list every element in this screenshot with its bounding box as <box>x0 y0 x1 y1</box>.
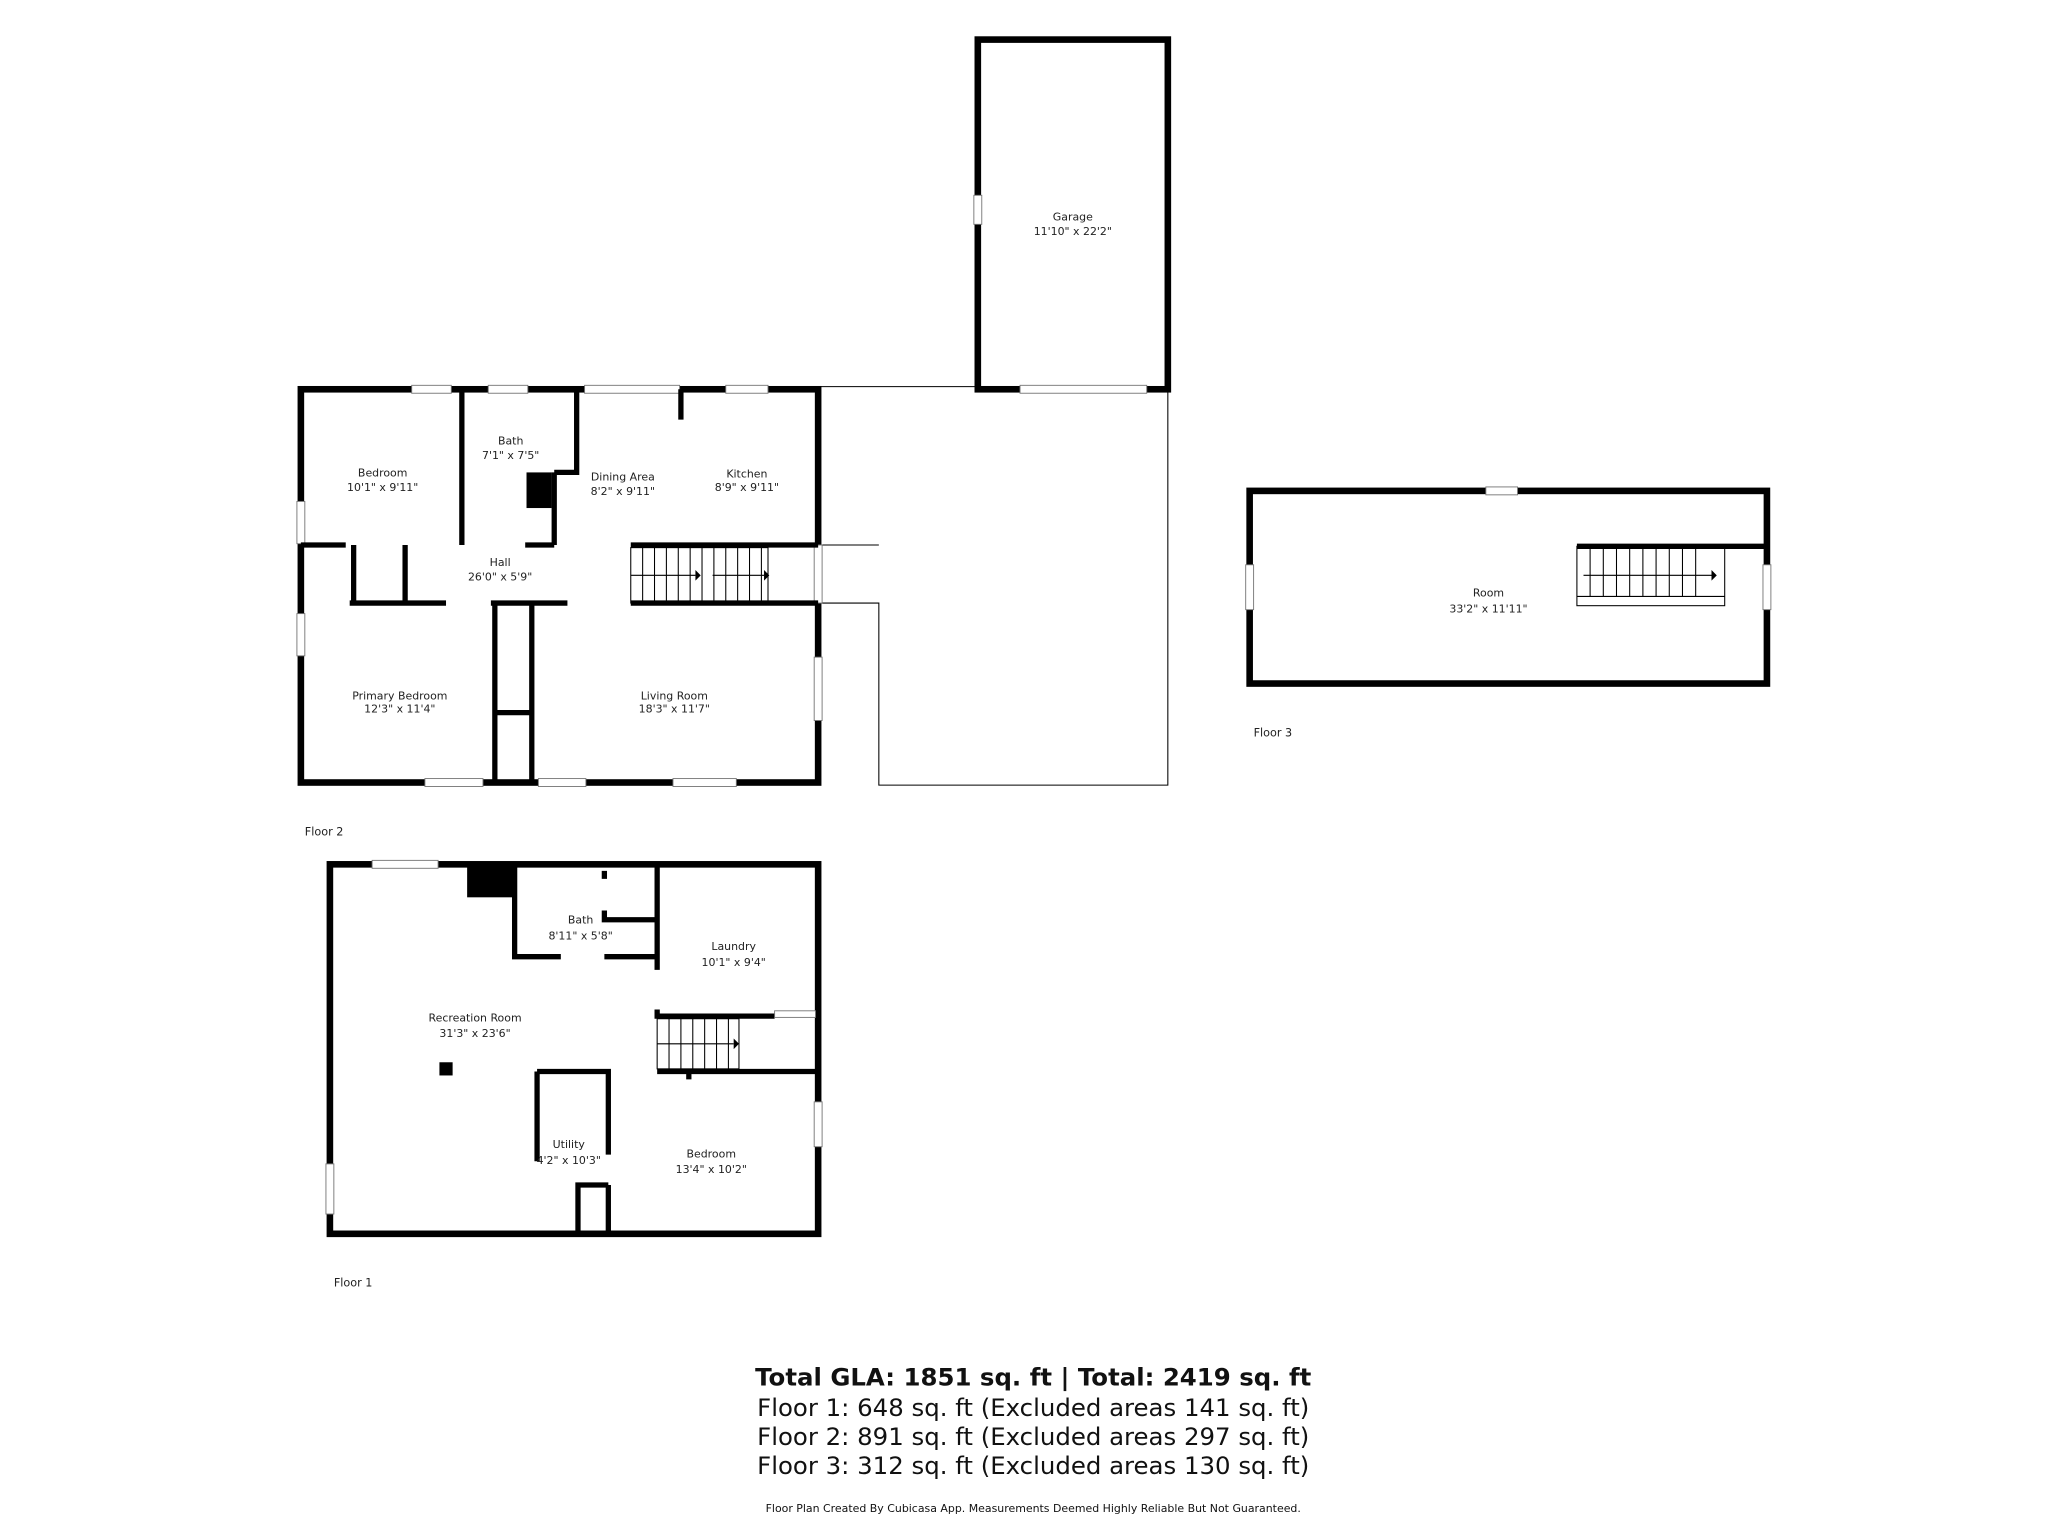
chimney <box>467 864 515 898</box>
room-name: Utility <box>553 1138 586 1151</box>
floor-label: Floor 2 <box>305 825 344 838</box>
doorway <box>774 1010 816 1018</box>
room-dims: 13'4" x 10'2" <box>676 1163 747 1176</box>
door <box>537 778 587 787</box>
room-name: Kitchen <box>726 468 767 481</box>
window <box>296 500 306 545</box>
room-name: Room <box>1473 586 1504 599</box>
window <box>1245 564 1255 611</box>
stairs <box>630 547 770 604</box>
room-name: Primary Bedroom <box>352 689 447 702</box>
opening <box>584 384 681 394</box>
chimney <box>526 472 552 509</box>
window <box>296 613 306 657</box>
room-dims: 8'11" x 5'8" <box>548 930 612 943</box>
window <box>487 384 529 394</box>
window <box>424 778 484 787</box>
room-name: Garage <box>1053 210 1093 223</box>
area-summary: Total GLA: 1851 sq. ft | Total: 2419 sq.… <box>755 1363 1311 1516</box>
floor-3-area: Floor 3: 312 sq. ft (Excluded areas 130 … <box>757 1451 1309 1480</box>
room-dims: 26'0" x 5'9" <box>468 571 532 584</box>
window <box>973 194 983 225</box>
room-dims: 7'1" x 7'5" <box>482 449 539 462</box>
room-dims: 10'1" x 9'4" <box>702 956 766 969</box>
room-dims: 4'2" x 10'3" <box>537 1154 601 1167</box>
doorway <box>813 544 823 604</box>
floor-2-area: Floor 2: 891 sq. ft (Excluded areas 297 … <box>757 1422 1309 1451</box>
window <box>725 384 769 394</box>
room-name: Bath <box>568 914 593 927</box>
window <box>371 859 439 869</box>
room-dims: 31'3" x 23'6" <box>439 1027 510 1040</box>
disclaimer: Floor Plan Created By Cubicasa App. Meas… <box>766 1502 1301 1515</box>
room-name: Recreation Room <box>428 1011 521 1024</box>
room-dims: 33'2" x 11'11" <box>1449 602 1527 615</box>
floor-1-outer-walls <box>326 861 822 1238</box>
deck-outline <box>818 386 1169 786</box>
room-name: Bedroom <box>358 466 407 479</box>
garage-door <box>1019 384 1148 394</box>
interior-walls <box>300 389 819 783</box>
support-column <box>439 1062 453 1076</box>
room-dims: 8'2" x 9'11" <box>591 485 655 498</box>
window <box>1485 486 1518 496</box>
room-dims: 10'1" x 9'11" <box>347 481 418 494</box>
floor-label: Floor 1 <box>334 1277 373 1290</box>
room-name: Hall <box>490 556 511 569</box>
room-name: Bath <box>498 435 523 448</box>
stairs <box>1576 545 1726 607</box>
room-dims: 11'10" x 22'2" <box>1034 225 1112 238</box>
window <box>672 778 737 787</box>
floor-1-plan: Recreation Room 31'3" x 23'6" Bath 8'11"… <box>325 859 823 1290</box>
room-dims: 8'9" x 9'11" <box>715 481 779 494</box>
room-dims: 18'3" x 11'7" <box>639 703 710 716</box>
window <box>325 1163 335 1215</box>
room-dims: 12'3" x 11'4" <box>364 703 435 716</box>
floor-1-area: Floor 1: 648 sq. ft (Excluded areas 141 … <box>757 1393 1309 1422</box>
window <box>813 1101 823 1148</box>
floor-3-outer-walls <box>1246 487 1771 687</box>
window <box>813 656 823 721</box>
window <box>1762 564 1772 611</box>
floor-2-plan: Garage 11'10" x 22'2" Bedroom 10'1" x 9'… <box>296 36 1172 838</box>
floor-label: Floor 3 <box>1254 726 1293 739</box>
stairs <box>656 1018 740 1070</box>
room-name: Laundry <box>711 940 756 953</box>
floor-2-outer-walls <box>297 385 822 786</box>
room-name: Bedroom <box>687 1147 736 1160</box>
window <box>411 384 452 394</box>
floor-3-plan: Room 33'2" x 11'11" Floor 3 <box>1245 486 1772 739</box>
interior-walls <box>512 864 819 1234</box>
room-name: Living Room <box>641 689 708 702</box>
room-name: Dining Area <box>591 470 655 483</box>
total-area: Total GLA: 1851 sq. ft | Total: 2419 sq.… <box>755 1363 1311 1392</box>
